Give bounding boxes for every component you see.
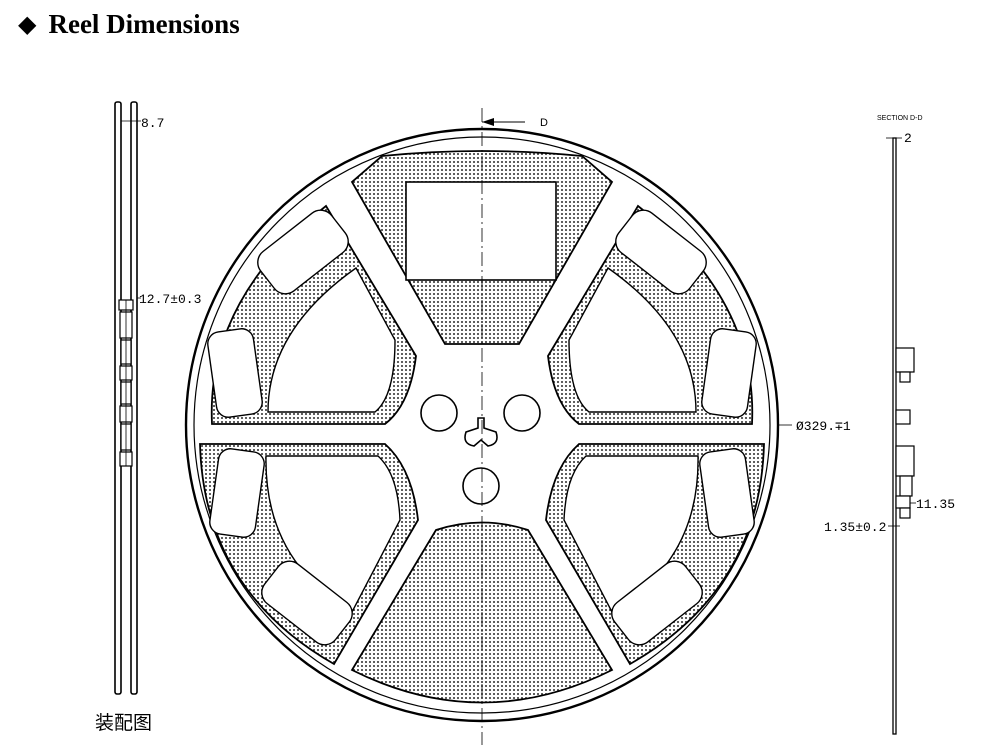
dim-hub-label: 12.7±0.3 [139,292,201,307]
section-marker-label: D [540,117,548,129]
page-title: ◆ Reel Dimensions [18,6,240,42]
hub-hole-left [420,394,458,432]
hub-hole-right [503,394,541,432]
section-title: SECTION D-D [877,115,923,122]
hub-hole-bottom [462,467,500,505]
dim-width-label: 8.7 [141,116,164,131]
assembly-caption: 装配图 [95,712,152,734]
dim-flange-label: 1.35±0.2 [824,520,886,535]
title-text: Reel Dimensions [48,8,240,39]
sector-upper-left [207,204,417,425]
dim-hub-width-label: 11.35 [916,497,955,512]
section-view: SECTION D-D 2 11.35 1.35±0.2 [824,115,955,735]
drive-spindle-hole [464,417,498,447]
sector-upper-right [547,204,757,425]
dim-thickness-label: 2 [904,131,912,146]
sector-lower-left [199,443,419,666]
reel-front-view: D Ø329.∓1 [184,108,851,745]
dim-diameter-label: Ø329.∓1 [796,419,851,434]
label-area [405,181,557,281]
side-view: 8.7 12.7±0.3 装配图 [95,101,201,734]
diamond-icon: ◆ [18,10,37,38]
sector-lower-right [545,443,765,666]
